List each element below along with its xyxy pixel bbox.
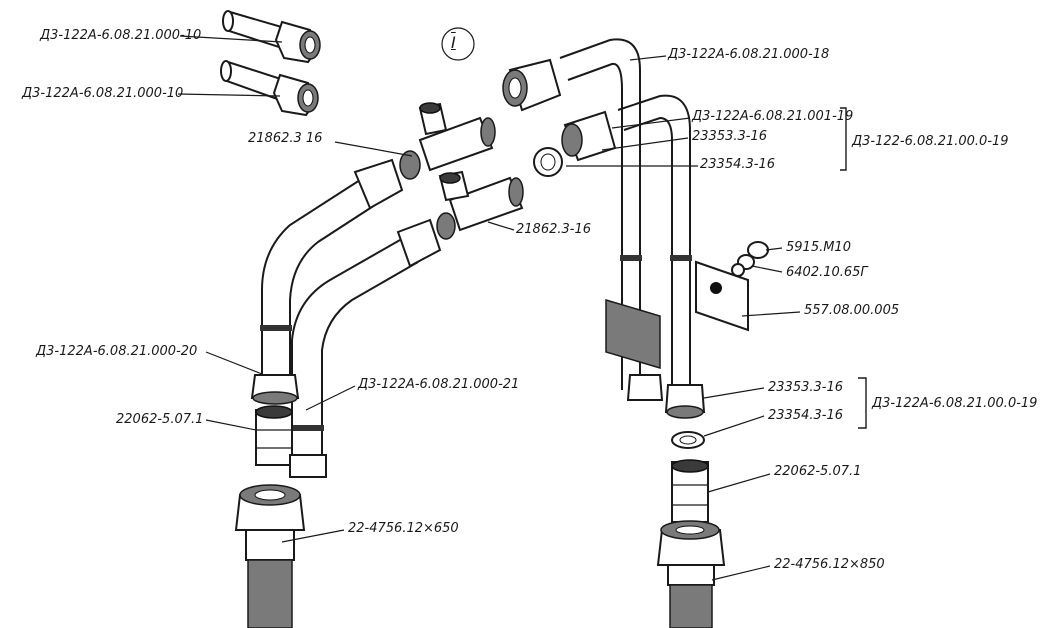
left-pipe-21 (291, 212, 456, 465)
label-assembly-lower: Д3-122А-6.08.21.00.0-19 (872, 396, 1038, 411)
right-adapter (671, 459, 709, 523)
upper-ring (533, 147, 563, 177)
label-adapter-left: 22062-5.07.1 (116, 412, 204, 427)
label-pipe-19-upper: Д3-122А-6.08.21.001-19 (692, 109, 854, 124)
view-label: I (451, 33, 456, 52)
label-top-plug-2: Д3-122А-6.08.21.000-10 (22, 86, 184, 101)
label-pipe-18: Д3-122А-6.08.21.000-18 (668, 47, 830, 62)
tee-fitting-upper (418, 102, 496, 172)
right-pipe-nuts (626, 374, 706, 419)
tee-fitting-lower (438, 170, 524, 232)
label-assembly-upper: Д3-122-6.08.21.00.0-19 (852, 134, 1009, 149)
lower-ring (671, 431, 705, 449)
left-hose-fitting (234, 484, 306, 628)
plug-part-1 (222, 10, 321, 64)
label-ring-lower: 23354.3-16 (768, 408, 843, 423)
label-bracket: 557.08.00.005 (804, 303, 900, 318)
upper-brace (840, 107, 847, 171)
left-pipe-21-nut (289, 454, 327, 478)
lower-brace (858, 377, 867, 429)
right-pipe-18 (502, 38, 641, 390)
label-bolt: 5915.M10 (786, 240, 851, 255)
label-nut-upper: 23353.3-16 (692, 129, 767, 144)
label-nut-lower: 23353.3-16 (768, 380, 843, 395)
label-pipe-20: Д3-122А-6.08.21.000-20 (36, 344, 198, 359)
label-pipe-21: Д3-122А-6.08.21.000-21 (358, 377, 520, 392)
left-pipe-20 (260, 150, 421, 380)
label-adapter-right: 22062-5.07.1 (774, 464, 862, 479)
view-marker-circle (441, 27, 475, 61)
left-pipe-nut (250, 374, 300, 405)
bracket-clamp (605, 260, 749, 370)
label-top-plug-1: Д3-122А-6.08.21.000-10 (40, 28, 202, 43)
leader-lines (177, 35, 801, 581)
left-adapter (255, 405, 293, 466)
label-hose-right: 22-4756.12×850 (774, 557, 885, 572)
label-washer: 6402.10.65Г (786, 265, 868, 280)
label-hose-left: 22-4756.12×650 (348, 521, 459, 536)
label-tee-lower: 21862.3-16 (516, 222, 591, 237)
label-ring-upper: 23354.3-16 (700, 157, 775, 172)
bolt-washer (731, 241, 769, 277)
plug-part-2 (220, 60, 319, 117)
right-hose-fitting (656, 520, 726, 628)
label-tee-upper: 21862.3 16 (248, 131, 323, 146)
